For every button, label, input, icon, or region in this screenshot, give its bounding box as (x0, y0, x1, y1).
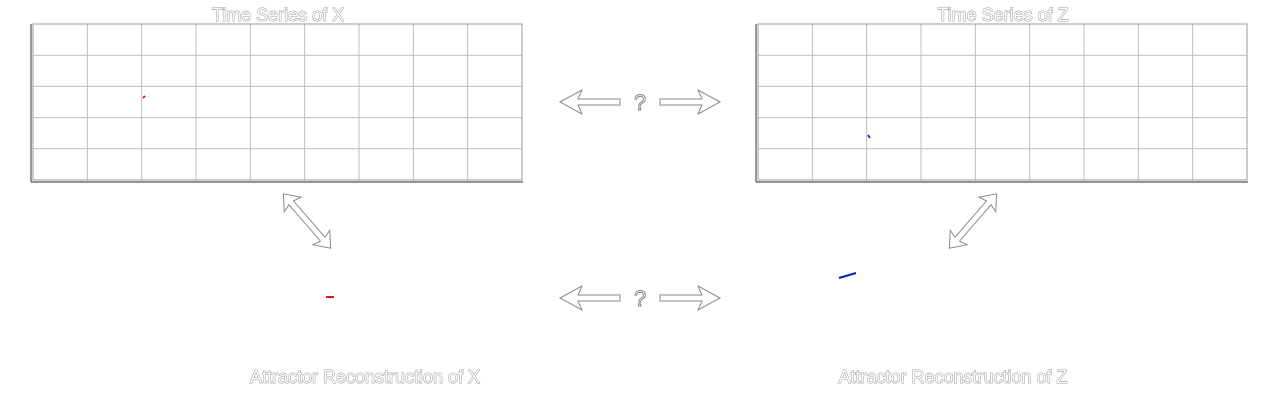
time-series-z-panel: Time Series of Z (755, 5, 1248, 183)
right-arrow-icon (659, 88, 722, 116)
top-question-mark: ? (634, 90, 646, 115)
diagonal-connector-x (282, 193, 332, 249)
attractor-z-label: Attractor Reconstruction of Z (838, 367, 1067, 387)
double-arrow-icon (948, 193, 998, 249)
attractor-x-label: Attractor Reconstruction of X (250, 367, 480, 387)
time-series-x-frame (32, 23, 523, 181)
time-series-x-trace (142, 95, 146, 99)
diagonal-connector-z (948, 193, 998, 249)
left-arrow-icon (558, 284, 621, 312)
time-series-z-grid (758, 24, 1247, 180)
double-arrow-icon (282, 193, 332, 249)
top-horizontal-connector: ? (558, 88, 722, 116)
time-series-x-panel: Time Series of X (30, 5, 523, 183)
attractor-z: Attractor Reconstruction of Z (838, 272, 1068, 387)
bottom-question-mark: ? (634, 286, 646, 311)
left-arrow-icon (558, 88, 621, 116)
time-series-x-title: Time Series of X (212, 5, 344, 25)
attractor-x: Attractor Reconstruction of X (250, 296, 480, 387)
time-series-z-trace (867, 134, 871, 139)
time-series-z-frame (757, 23, 1248, 181)
time-series-z-title: Time Series of Z (937, 5, 1068, 25)
time-series-x-grid (33, 24, 522, 180)
bottom-horizontal-connector: ? (558, 284, 722, 312)
attractor-z-trace (838, 272, 857, 279)
right-arrow-icon (659, 284, 722, 312)
